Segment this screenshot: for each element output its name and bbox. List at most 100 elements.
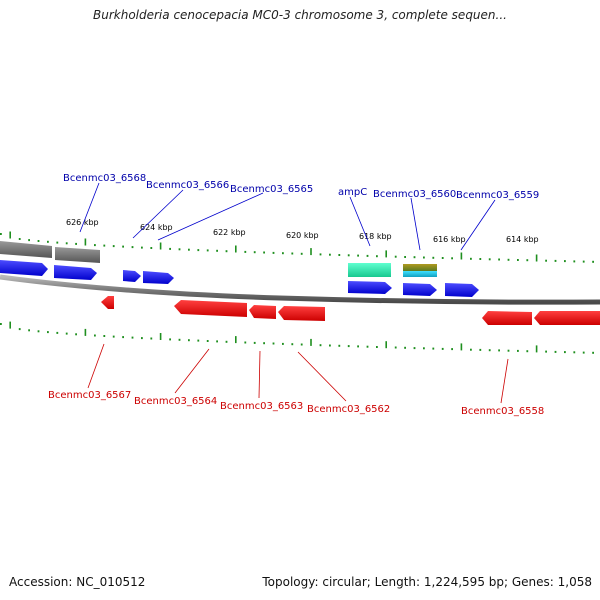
gene-label-bcenmc03-6566[interactable]: Bcenmc03_6566 — [146, 180, 229, 191]
minor-tick — [526, 350, 529, 353]
forward-cds-track — [0, 260, 479, 297]
minor-tick — [347, 254, 350, 257]
forward-cds[interactable] — [123, 270, 141, 282]
minor-tick — [103, 244, 106, 247]
gene-label-bcenmc03-6563[interactable]: Bcenmc03_6563 — [220, 401, 303, 412]
minor-tick — [244, 250, 247, 253]
minor-tick — [197, 249, 200, 252]
major-tick — [460, 343, 463, 351]
minor-tick — [338, 344, 341, 347]
minor-tick — [263, 342, 265, 345]
major-tick — [535, 345, 538, 353]
minor-tick — [253, 341, 256, 344]
minor-tick — [300, 343, 303, 346]
minor-tick — [573, 260, 576, 263]
gene-feature[interactable] — [403, 264, 437, 271]
minor-tick — [103, 335, 106, 337]
minor-tick — [282, 252, 284, 255]
minor-tick — [319, 344, 322, 347]
minor-tick — [554, 259, 557, 262]
major-tick — [84, 238, 87, 246]
minor-tick — [488, 258, 491, 261]
minor-tick — [291, 252, 294, 255]
gene-label-bcenmc03-6560[interactable]: Bcenmc03_6560 — [373, 189, 456, 200]
forward-cds[interactable] — [143, 271, 174, 284]
minor-tick — [413, 256, 416, 259]
gene-label-bcenmc03-6558[interactable]: Bcenmc03_6558 — [461, 406, 544, 417]
minor-tick — [404, 346, 406, 349]
reverse-cds[interactable] — [249, 305, 276, 319]
minor-tick — [573, 351, 576, 354]
gene-label-bcenmc03-6567[interactable]: Bcenmc03_6567 — [48, 390, 131, 401]
reverse-cds[interactable] — [174, 300, 247, 317]
gene-label-bcenmc03-6565[interactable]: Bcenmc03_6565 — [230, 184, 313, 195]
minor-tick — [47, 240, 49, 243]
minor-tick — [291, 343, 294, 346]
major-tick — [84, 328, 87, 336]
minor-tick — [507, 258, 510, 261]
minor-tick — [122, 245, 124, 248]
minor-tick — [178, 338, 181, 341]
minor-tick — [141, 246, 143, 249]
major-tick — [310, 248, 312, 256]
minor-tick — [423, 347, 425, 350]
reverse-cds[interactable] — [482, 311, 532, 325]
minor-tick — [141, 337, 143, 340]
gene-label-ampc[interactable]: ampC — [338, 187, 367, 198]
scale-label: 618 kbp — [359, 232, 392, 241]
minor-tick — [225, 340, 228, 343]
scale-ticks-outer — [0, 231, 594, 263]
minor-tick — [319, 253, 322, 256]
reverse-cds[interactable] — [101, 296, 114, 309]
minor-tick — [432, 347, 435, 350]
minor-tick — [122, 336, 124, 339]
gene-label-bcenmc03-6568[interactable]: Bcenmc03_6568 — [63, 173, 146, 184]
minor-tick — [329, 253, 331, 256]
minor-tick — [75, 333, 77, 336]
forward-cds[interactable] — [54, 265, 97, 280]
minor-tick — [188, 248, 190, 251]
minor-tick — [592, 351, 594, 354]
minor-tick — [263, 251, 265, 254]
minor-tick — [131, 336, 134, 339]
minor-tick — [0, 233, 2, 235]
minor-tick — [517, 259, 519, 261]
forward-cds[interactable] — [403, 283, 437, 296]
gene-feature[interactable] — [403, 271, 437, 277]
reverse-cds-track — [101, 296, 600, 325]
minor-tick — [554, 350, 557, 353]
minor-tick — [592, 260, 594, 263]
gene-feature[interactable] — [0, 241, 52, 258]
gene-feature[interactable] — [348, 263, 391, 277]
minor-tick — [376, 346, 378, 348]
minor-tick — [545, 350, 547, 353]
minor-tick — [225, 250, 228, 253]
scale-label: 626 kbp — [66, 218, 99, 227]
forward-cds[interactable] — [445, 283, 479, 297]
forward-cds[interactable] — [0, 260, 48, 276]
minor-tick — [300, 252, 303, 255]
reverse-cds[interactable] — [278, 306, 325, 321]
gene-labels-bottom: Bcenmc03_6567 Bcenmc03_6564 Bcenmc03_656… — [48, 343, 544, 417]
scale-labels: 626 kbp 624 kbp 622 kbp 620 kbp 618 kbp … — [66, 218, 539, 244]
minor-tick — [244, 341, 247, 344]
major-tick — [159, 242, 162, 250]
forward-cds[interactable] — [348, 281, 392, 294]
gene-label-bcenmc03-6564[interactable]: Bcenmc03_6564 — [134, 396, 217, 407]
minor-tick — [282, 342, 284, 345]
reverse-cds[interactable] — [534, 311, 600, 325]
minor-tick — [206, 340, 209, 342]
gene-labels-top: Bcenmc03_6568 Bcenmc03_6566 Bcenmc03_656… — [63, 173, 539, 251]
minor-tick — [272, 342, 275, 345]
gene-label-bcenmc03-6559[interactable]: Bcenmc03_6559 — [456, 190, 539, 201]
minor-tick — [526, 259, 529, 262]
chromosome-backbone — [0, 274, 600, 305]
gene-feature[interactable] — [55, 247, 100, 263]
minor-tick — [216, 340, 218, 343]
gene-label-bcenmc03-6562[interactable]: Bcenmc03_6562 — [307, 404, 390, 415]
minor-tick — [366, 345, 369, 348]
minor-tick — [582, 260, 585, 263]
major-tick — [460, 252, 463, 260]
page-title: Burkholderia cenocepacia MC0-3 chromosom… — [93, 8, 507, 22]
